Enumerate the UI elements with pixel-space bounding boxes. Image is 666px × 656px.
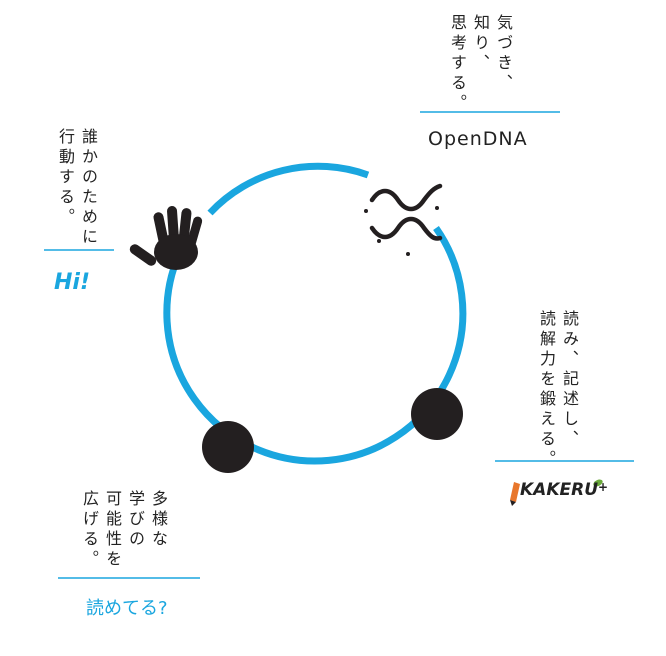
opendna-tagline: 気づき、 知り、 思考する。	[446, 14, 515, 114]
opendna-tagline-line-2: 知り、	[471, 14, 490, 74]
pencil-icon	[510, 479, 603, 506]
hi-tagline-line-1: 誰かのために	[79, 128, 98, 248]
yometeru-tagline-line-2: 学びの	[126, 490, 145, 550]
kakeru-logo-main: KAKERU	[520, 480, 599, 500]
yometeru-tagline: 多様な 学びの 可能性を 広げる。	[78, 490, 170, 570]
yometeru-tagline-line-1: 多様な	[149, 490, 168, 550]
kakeru-logo: KAKERU+	[520, 480, 608, 500]
hand-icon	[129, 206, 203, 270]
hi-tagline: 誰かのために 行動する。	[54, 128, 100, 248]
ring-dot-right	[411, 388, 463, 440]
opendna-tagline-line-3: 思考する。	[448, 14, 467, 114]
ring-dot-left	[202, 421, 254, 473]
dna-helix-icon	[364, 183, 443, 256]
yometeru-tagline-line-3: 可能性を	[103, 490, 122, 570]
yometeru-logo: 読めてる?	[86, 598, 168, 619]
ring-arc-right-bottom-left	[163, 225, 467, 465]
kakeru-tagline: 読み、記述し、 読解力を鍛える。	[535, 310, 581, 470]
kakeru-logo-plus: +	[598, 480, 609, 494]
hi-tagline-line-2: 行動する。	[56, 128, 75, 228]
kakeru-tagline-line-1: 読み、記述し、	[560, 310, 579, 450]
hi-logo: Hi!	[54, 270, 90, 295]
yometeru-tagline-line-4: 広げる。	[80, 490, 99, 570]
kakeru-tagline-line-2: 読解力を鍛える。	[537, 310, 556, 470]
opendna-tagline-line-1: 気づき、	[494, 14, 513, 94]
ring-arc-top	[207, 162, 370, 216]
opendna-logo: OpenDNA	[428, 128, 528, 150]
